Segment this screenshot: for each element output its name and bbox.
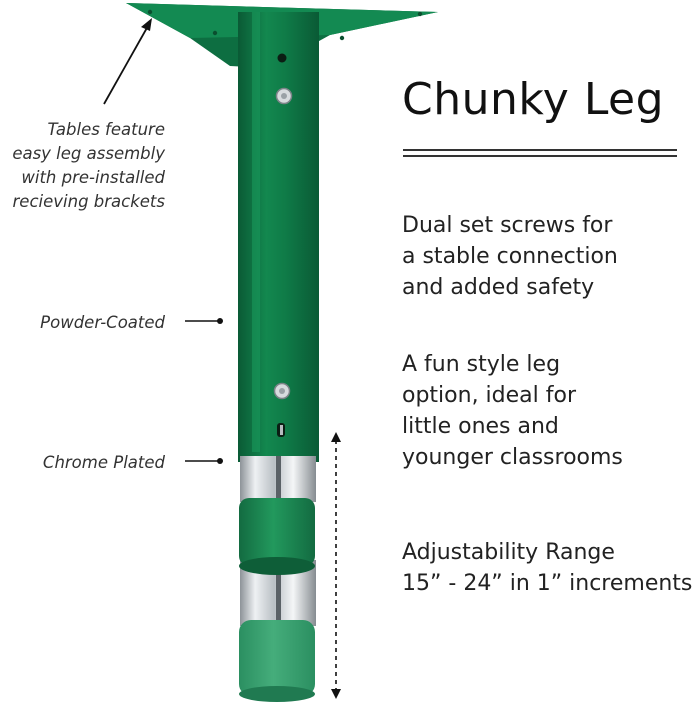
feature-set-screws: Dual set screws for a stable connection … (402, 210, 618, 303)
callout-assembly: Tables feature easy leg assembly with pr… (12, 118, 165, 214)
foot-cap-upper (239, 498, 315, 575)
feature-line: Dual set screws for (402, 213, 613, 238)
feature-line: a stable connection (402, 244, 618, 269)
title-divider-top (403, 149, 677, 151)
callout-line: recieving brackets (12, 192, 165, 211)
callout-line: easy leg assembly (12, 144, 165, 163)
feature-fun-style: A fun style leg option, ideal for little… (402, 349, 623, 473)
assembly-arrow (103, 18, 152, 105)
callout-line: Tables feature (47, 120, 165, 139)
foot-cap-lower (239, 620, 315, 702)
feature-line: 15” - 24” in 1” increments (402, 571, 692, 596)
feature-adjustability: Adjustability Range 15” - 24” in 1” incr… (402, 537, 692, 599)
chrome-leader-line (185, 458, 223, 464)
feature-line: option, ideal for (402, 383, 577, 408)
adjustability-dimension-arrow (331, 432, 341, 699)
title-divider-bottom (403, 155, 677, 157)
callout-powder-coated: Powder-Coated (40, 313, 165, 332)
product-title: Chunky Leg (402, 74, 665, 125)
feature-line: Adjustability Range (402, 540, 615, 565)
feature-line: A fun style leg (402, 352, 561, 377)
feature-line: little ones and (402, 414, 559, 439)
leg-tube (238, 12, 319, 462)
powder-leader-line (185, 318, 223, 324)
callout-chrome-plated: Chrome Plated (42, 453, 165, 472)
feature-line: and added safety (402, 275, 595, 300)
feature-line: younger classrooms (402, 445, 623, 470)
callout-line: with pre-installed (21, 168, 165, 187)
